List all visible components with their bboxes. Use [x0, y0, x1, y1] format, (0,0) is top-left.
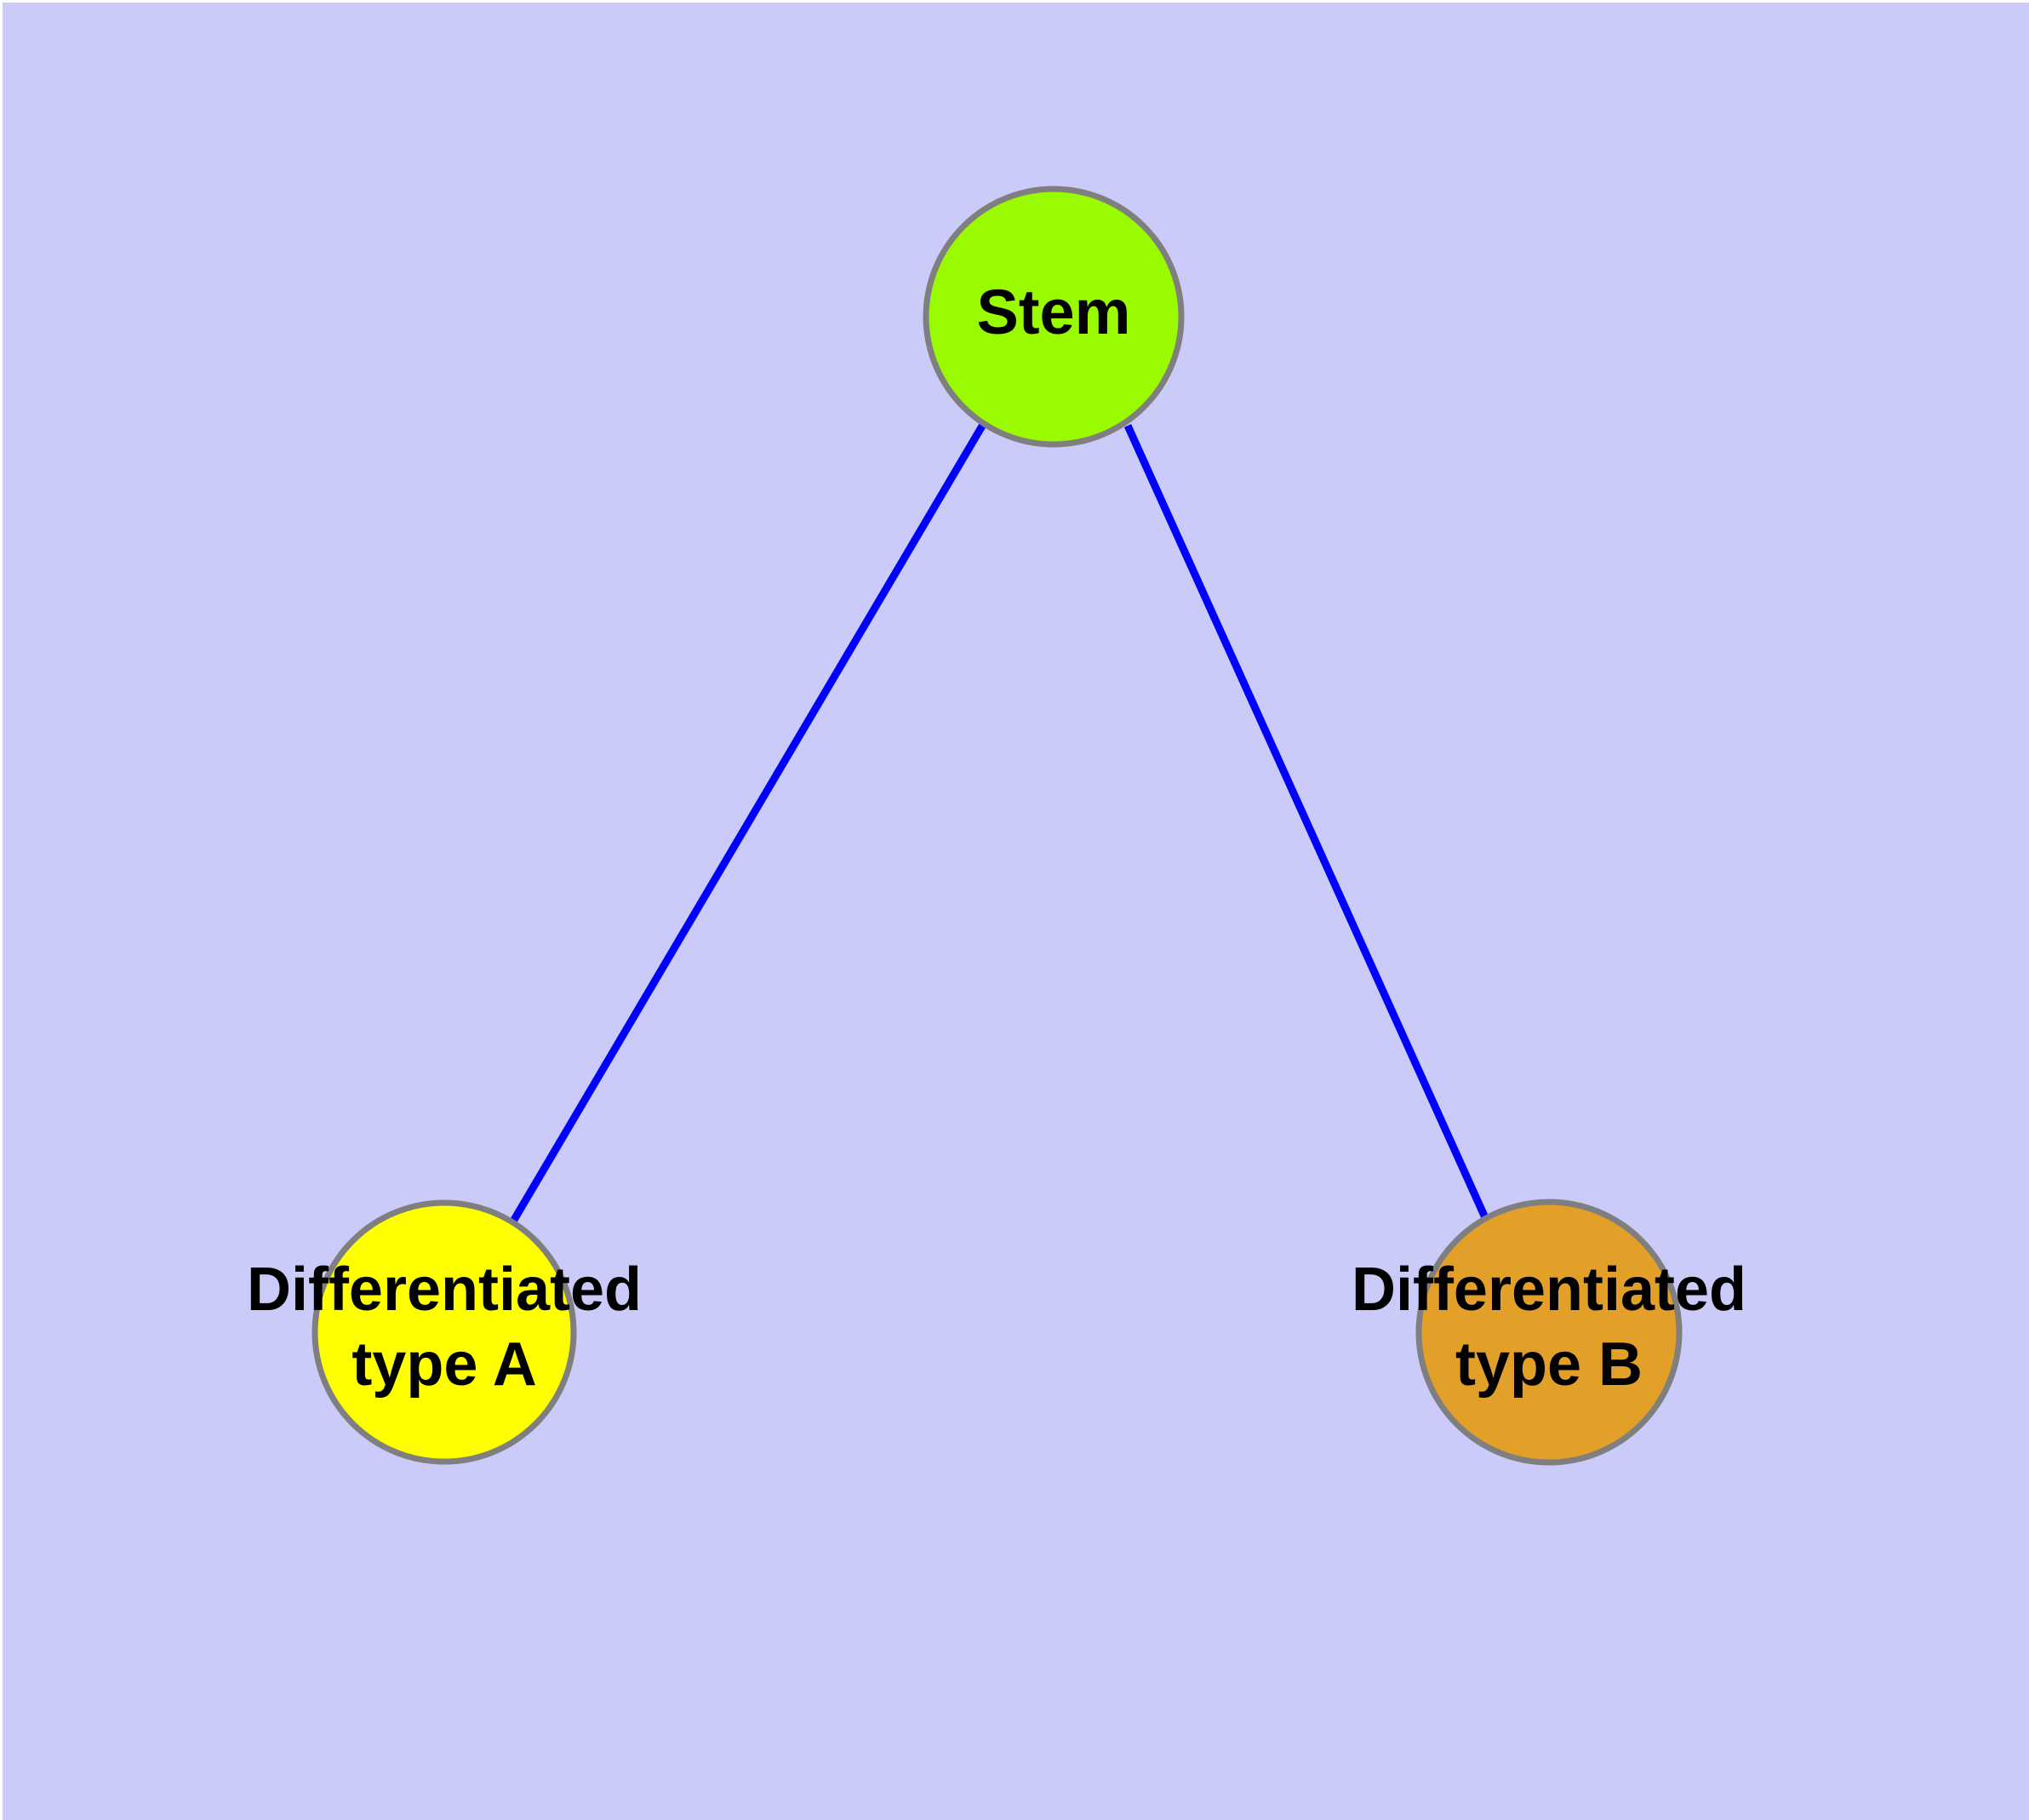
graph-edge-stem-to-diff-b [1123, 424, 1492, 1225]
graph-edge-stem-to-diff-a [508, 421, 987, 1227]
graph-node-stem[interactable]: Stem [923, 186, 1185, 448]
edges-group [508, 421, 1492, 1227]
node-label-line: type A [352, 1331, 536, 1399]
node-label-line: Stem [977, 277, 1131, 347]
node-label-line: Differentiated [247, 1256, 642, 1324]
node-circle-stem[interactable] [923, 186, 1185, 448]
graph-node-diff_a[interactable]: Differentiated type A [247, 1199, 642, 1465]
node-label-stem: Stem [977, 277, 1131, 347]
node-circle-diff_b[interactable] [1415, 1199, 1683, 1466]
node-label-diff_b: Differentiated type B [1352, 1256, 1746, 1399]
node-label-line: type B [1455, 1331, 1643, 1399]
node-label-line: Differentiated [1352, 1256, 1746, 1324]
graph-node-diff_b[interactable]: Differentiated type B [1352, 1199, 1746, 1466]
node-label-diff_a: Differentiated type A [247, 1256, 642, 1399]
node-circle-diff_a[interactable] [311, 1199, 577, 1465]
